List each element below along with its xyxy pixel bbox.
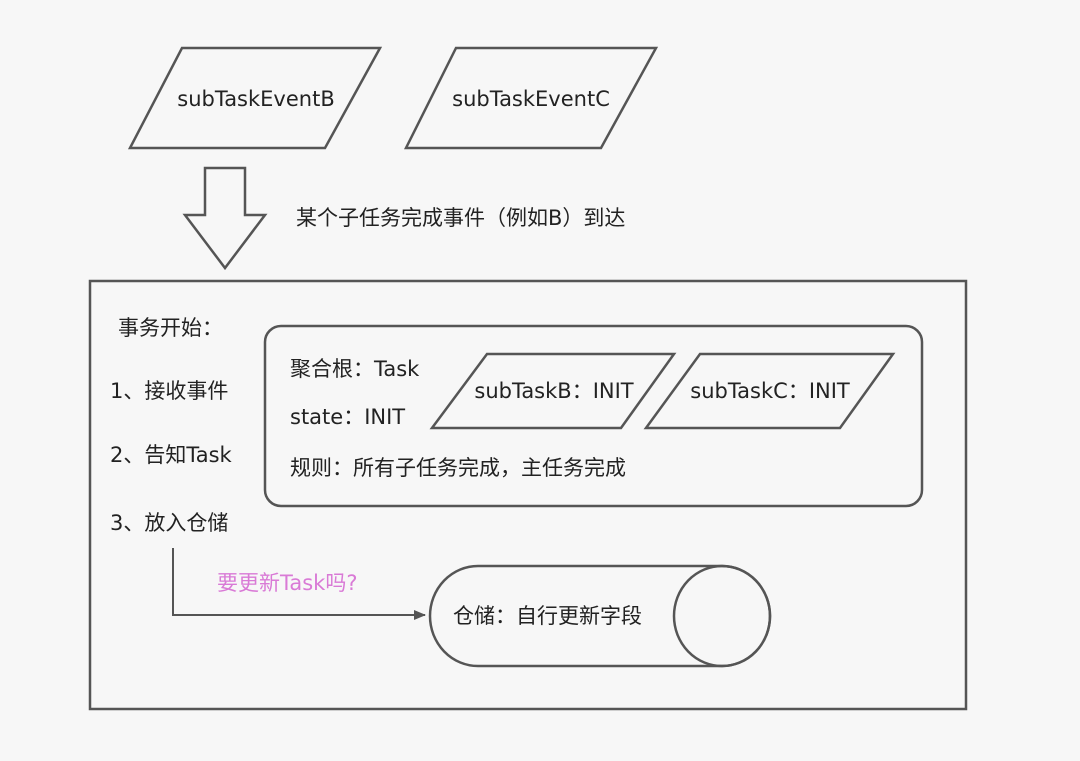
transaction-box <box>88 279 968 711</box>
event-c-label: subTaskEventC <box>452 87 610 111</box>
arrow-caption: 某个子任务完成事件（例如B）到达 <box>296 206 626 230</box>
subtask-c-parallelogram <box>643 352 896 430</box>
aggregate-box <box>263 324 924 508</box>
aggregate-state-label: state：INIT <box>290 405 406 429</box>
connector-arrow <box>172 548 426 620</box>
storage-cylinder-end <box>672 564 772 668</box>
aggregate-root-label: 聚合根：Task <box>290 357 420 381</box>
subtask-c-label: subTaskC：INIT <box>690 379 850 403</box>
step-save-repository: 3、放入仓储 <box>110 511 229 535</box>
down-arrow-icon <box>182 166 268 271</box>
update-question-label: 要更新Task吗? <box>217 571 358 595</box>
event-b-parallelogram <box>127 46 383 150</box>
step-notify-task: 2、告知Task <box>110 443 232 467</box>
storage-label: 仓储：自行更新字段 <box>453 604 642 628</box>
transaction-title: 事务开始： <box>118 316 223 340</box>
aggregate-rule-label: 规则：所有子任务完成，主任务完成 <box>290 456 626 480</box>
subtask-b-label: subTaskB：INIT <box>474 379 634 403</box>
subtask-b-parallelogram <box>429 352 677 430</box>
event-b-label: subTaskEventB <box>177 87 335 111</box>
step-receive-event: 1、接收事件 <box>110 379 229 403</box>
event-c-parallelogram <box>403 46 659 150</box>
